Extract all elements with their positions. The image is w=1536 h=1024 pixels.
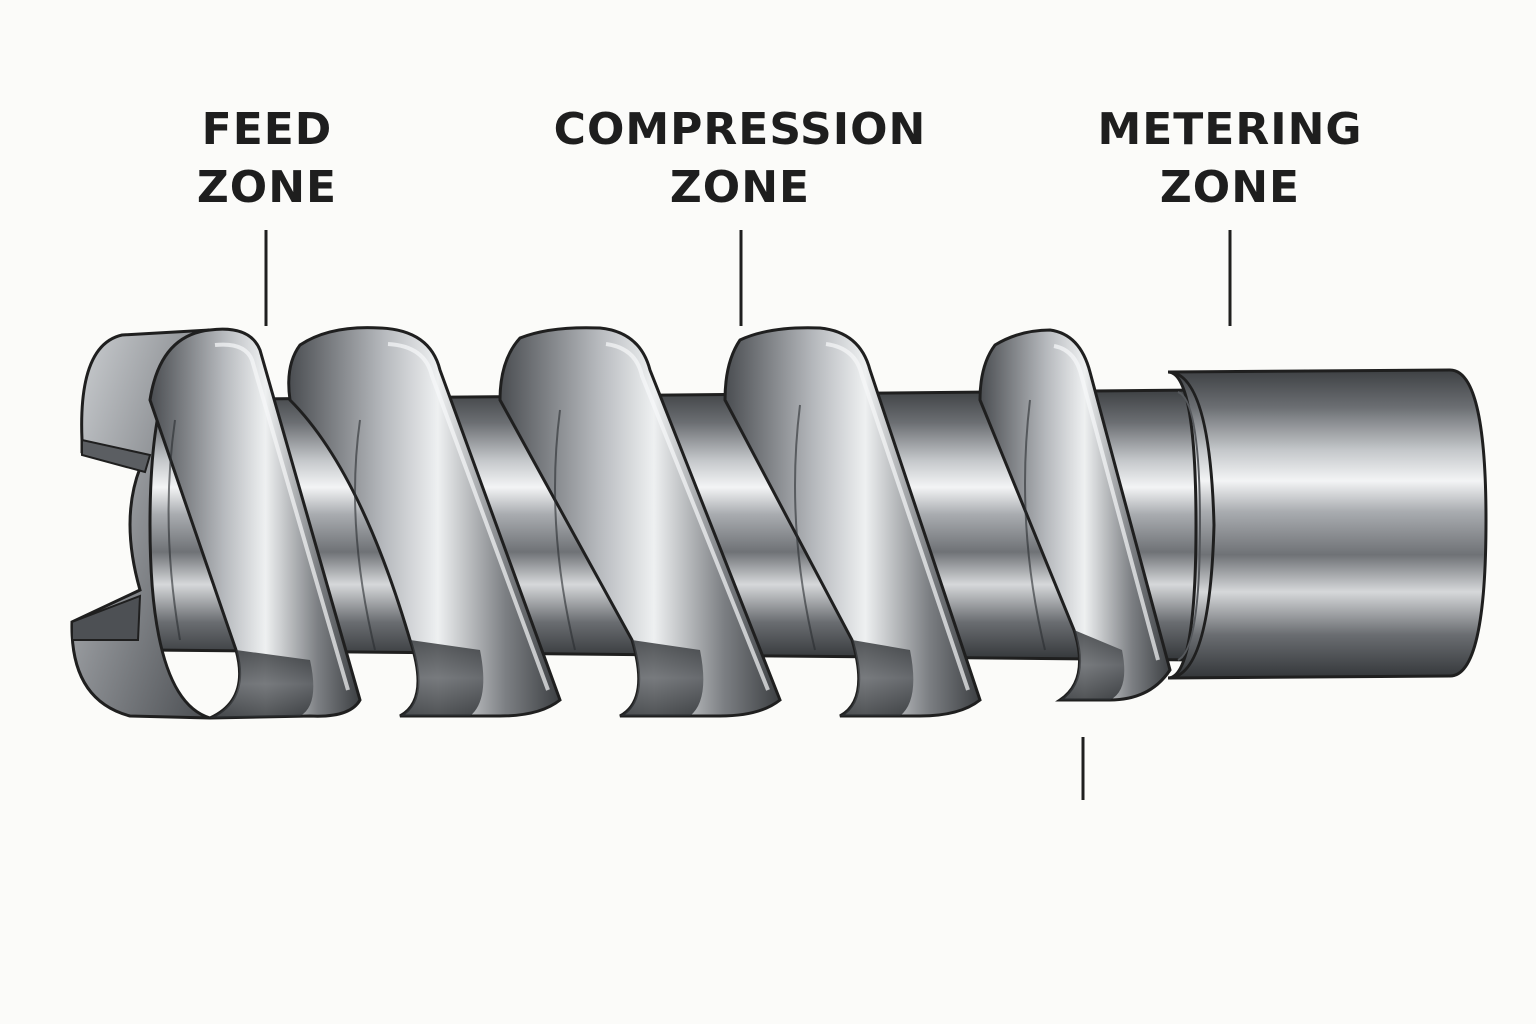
compression-zone-label: COMPRESSION ZONE [540, 101, 940, 217]
feed-end-notch-lower [71, 594, 142, 641]
metering-zone-label-line1: METERING [1097, 104, 1363, 155]
flight-3-highlight [605, 342, 770, 691]
root-contour-2 [354, 419, 376, 651]
root-contour-1 [167, 419, 181, 641]
metering-end-cylinder [1167, 368, 1488, 680]
flight-1-highlight [214, 342, 350, 691]
flight-shading [210, 630, 1125, 718]
flight-5-side [1060, 630, 1125, 700]
flight-3 [498, 326, 782, 718]
flight-3-side [620, 640, 704, 716]
feed-zone-label-line2: ZONE [196, 162, 338, 213]
compression-zone-label-line1: COMPRESSION [553, 104, 927, 155]
root-contour-3 [554, 409, 576, 651]
cylinder-shoulder-edge [1167, 370, 1216, 680]
root-contour-4 [794, 404, 816, 651]
flight-4-highlight [825, 342, 970, 691]
root-contour-5 [1024, 399, 1046, 651]
metering-zone-label: METERING ZONE [1080, 101, 1380, 217]
flight-1-side [210, 650, 314, 718]
cylinder-shoulder-highlight [1177, 391, 1202, 661]
feed-zone-label-line1: FEED [201, 104, 333, 155]
metering-zone-label-line2: ZONE [1159, 162, 1301, 213]
root-contour-lines [167, 399, 1046, 651]
flight-4-side [840, 640, 914, 716]
feed-zone-label: FEED ZONE [132, 101, 402, 217]
flight-5-highlight [1053, 344, 1160, 661]
feed-end-notch-upper [81, 438, 152, 474]
compression-zone-label-line2: ZONE [669, 162, 811, 213]
flight-2-side [400, 640, 484, 716]
flight-highlights [214, 342, 1160, 691]
flight-2-highlight [387, 342, 550, 691]
flight-4 [723, 326, 982, 718]
